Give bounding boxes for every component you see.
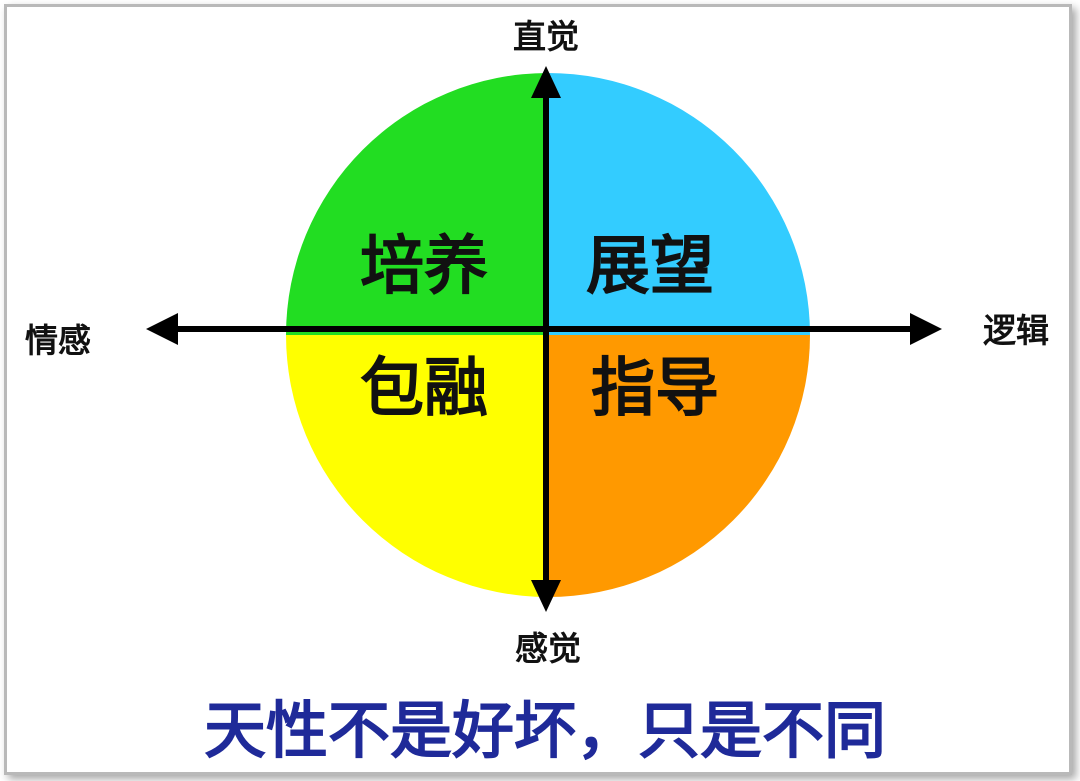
caption-text: 天性不是好坏，只是不同	[204, 694, 886, 767]
quadrant-top-left	[286, 73, 548, 335]
quadrant-label-bottom-right: 指导	[591, 352, 719, 426]
top-arrowhead	[531, 66, 561, 98]
bottom-arrowhead	[531, 580, 561, 612]
right-arrowhead	[910, 313, 942, 345]
quadrant-bottom-left	[286, 335, 548, 597]
quadrant-bottom-right	[548, 335, 810, 597]
left-arrowhead	[146, 313, 178, 345]
quadrant-label-bottom-left: 包融	[360, 352, 488, 426]
quadrant-label-top-right: 展望	[586, 230, 714, 304]
axis-label-right: 逻辑	[983, 311, 1049, 350]
axis-label-left: 情感	[25, 321, 91, 360]
axis-label-bottom: 感觉	[515, 629, 581, 668]
quadrant-top-right	[548, 73, 810, 335]
axis-label-top: 直觉	[513, 17, 579, 56]
quadrant-label-top-left: 培养	[360, 230, 488, 304]
